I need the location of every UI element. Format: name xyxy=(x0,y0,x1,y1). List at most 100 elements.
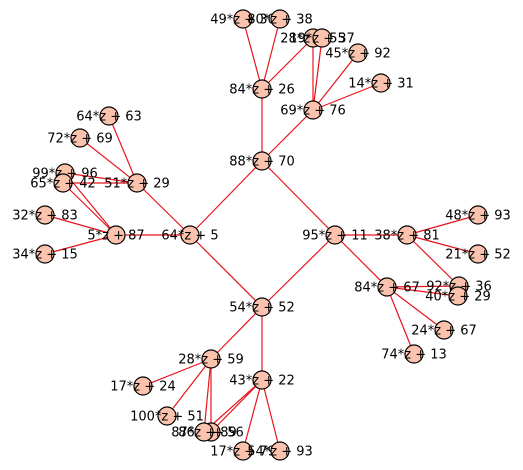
graph-node: 80*z + 38 xyxy=(247,9,313,29)
node-circle xyxy=(99,106,119,126)
node-circle xyxy=(252,370,272,390)
node-circle xyxy=(53,173,73,193)
node-label: 43*z + 22 xyxy=(229,374,295,389)
node-circle xyxy=(233,441,253,461)
graph-node: 24*z + 67 xyxy=(411,320,477,340)
graph-node: 40*z + 29 xyxy=(425,286,491,306)
node-circle xyxy=(194,422,214,442)
edge-n88a-n95 xyxy=(261,160,336,236)
node-circle xyxy=(252,297,272,317)
node-circle xyxy=(35,205,55,225)
graph-node: 65*z + 42 xyxy=(30,173,96,193)
node-circle xyxy=(468,205,488,225)
edge-n80-n84a xyxy=(261,18,281,90)
graph-node: 84*z + 26 xyxy=(229,79,295,99)
graph-node: 17*z + 79 xyxy=(210,441,276,461)
node-circle xyxy=(106,225,126,245)
edge-n84b-n40 xyxy=(386,286,459,297)
node-circle xyxy=(127,173,147,193)
edge-n95-n84b xyxy=(334,234,388,288)
node-label: 54*z + 52 xyxy=(229,301,295,316)
edge-n64a-n51 xyxy=(108,115,138,184)
graph-node: 38*z + 81 xyxy=(374,225,440,245)
node-label: 24*z + 67 xyxy=(411,324,477,339)
node-circle xyxy=(270,9,290,29)
graph-node: 72*z + 69 xyxy=(47,128,113,148)
node-label: 74*z + 13 xyxy=(381,348,447,363)
node-circle xyxy=(133,376,153,396)
node-circle xyxy=(157,406,177,426)
node-circle xyxy=(434,320,454,340)
edge-n38-n92 xyxy=(406,234,460,287)
graph-node: 54*z + 52 xyxy=(229,297,295,317)
node-label: 32*z + 83 xyxy=(12,209,78,224)
graph-node: 19*z + 37 xyxy=(289,28,355,48)
edge-n43-n86 xyxy=(210,379,263,433)
edge-n28b-n100 xyxy=(166,358,212,417)
edge-n34-n5 xyxy=(44,234,117,255)
node-circle xyxy=(201,349,221,369)
node-circle xyxy=(35,244,55,264)
node-circle xyxy=(233,9,253,29)
node-label: 64*z + 63 xyxy=(76,110,142,125)
edge-n43-n54b xyxy=(261,379,281,452)
node-label: 21*z + 52 xyxy=(445,248,511,263)
node-label: 95*z + 11 xyxy=(302,229,368,244)
node-label: 45*z + 92 xyxy=(325,47,391,62)
graph-node: 5*z + 87 xyxy=(87,225,145,245)
node-circle xyxy=(397,225,417,245)
node-label: 54*z + 93 xyxy=(247,445,313,460)
node-label: 48*z + 93 xyxy=(445,209,511,224)
edge-n38-n21 xyxy=(406,234,479,255)
node-circle xyxy=(312,28,332,48)
edge-n49-n84a xyxy=(242,18,263,90)
edge-n69-n88a xyxy=(261,109,314,162)
node-label: 49*z + 30 xyxy=(210,13,276,28)
edge-n65-n5 xyxy=(62,182,117,236)
edge-n28b-n17a xyxy=(142,358,212,387)
graph-node: 54*z + 93 xyxy=(247,441,313,461)
graph-node: 34*z + 15 xyxy=(12,244,78,264)
edge-n99-n5 xyxy=(64,172,117,236)
edge-n95-n54 xyxy=(261,234,336,308)
node-circle xyxy=(180,225,200,245)
node-label: 72*z + 69 xyxy=(47,132,113,147)
node-label: 87*z + 89 xyxy=(171,426,237,441)
node-circle xyxy=(252,79,272,99)
graph-node: 84*z + 67 xyxy=(354,277,420,297)
graph-node: 69*z + 76 xyxy=(280,100,346,120)
node-circle xyxy=(468,244,488,264)
node-label: 28*z + 59 xyxy=(178,353,244,368)
node-circle xyxy=(70,128,90,148)
graph-node: 48*z + 93 xyxy=(445,205,511,225)
edge-n51-n64b xyxy=(136,182,191,236)
node-label: 84*z + 67 xyxy=(354,281,420,296)
edge-n84b-n92 xyxy=(386,285,460,288)
graph-node: 87*z + 89 xyxy=(171,422,237,442)
graph-node: 21*z + 52 xyxy=(445,244,511,264)
graph-node: 74*z + 13 xyxy=(381,344,447,364)
edge-n64b-n54 xyxy=(189,234,263,308)
node-label: 65*z + 42 xyxy=(30,177,96,192)
edge-n84b-n24 xyxy=(386,286,445,331)
node-label: 14*z + 31 xyxy=(348,77,414,92)
node-label: 38*z + 81 xyxy=(374,229,440,244)
node-label: 69*z + 76 xyxy=(280,104,346,119)
node-label: 84*z + 26 xyxy=(229,83,295,98)
node-label: 34*z + 15 xyxy=(12,248,78,263)
node-circle xyxy=(404,344,424,364)
edge-n84b-n74 xyxy=(386,286,415,355)
graph-node: 51*z + 29 xyxy=(104,173,170,193)
graph-node: 32*z + 83 xyxy=(12,205,78,225)
edges-layer xyxy=(44,18,479,452)
node-circle xyxy=(270,441,290,461)
node-label: 100*z + 51 xyxy=(130,410,204,425)
edge-n99-n51 xyxy=(64,172,138,184)
edge-n28-n84a xyxy=(261,37,314,90)
node-circle xyxy=(348,43,368,63)
edge-n72-n51 xyxy=(79,137,138,184)
edge-n14-n69 xyxy=(312,82,382,111)
graph-node: 95*z + 11 xyxy=(302,225,368,245)
edge-n19-n69 xyxy=(312,37,323,111)
